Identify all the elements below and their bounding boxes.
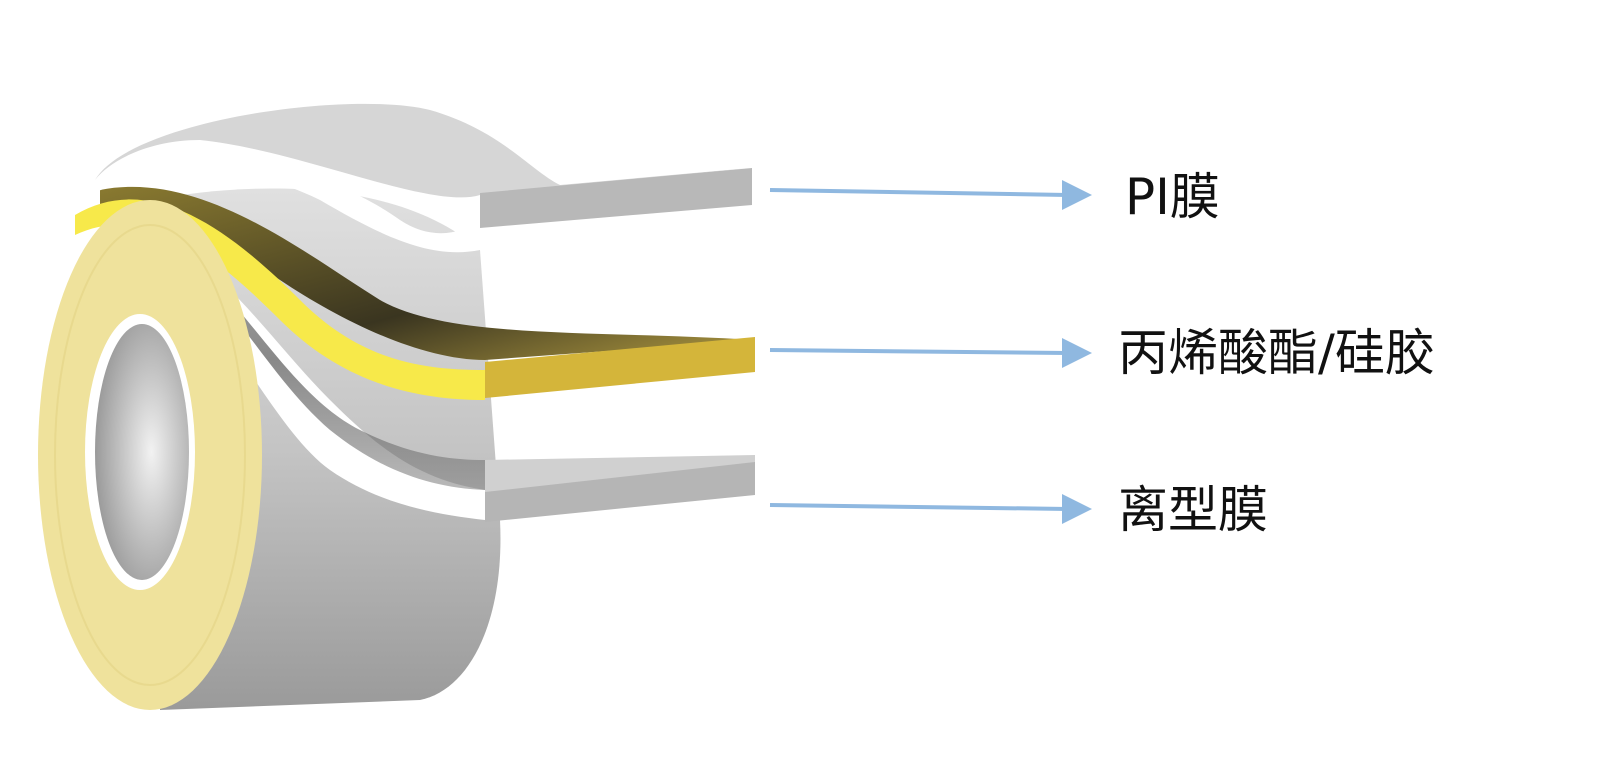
arrow-pi-film [769, 180, 1092, 210]
arrow-adhesive [769, 338, 1092, 368]
label-adhesive: 丙烯酸酯/硅胶 [1118, 324, 1435, 382]
adhesive-strip [485, 337, 755, 398]
release-film-strip [485, 460, 755, 522]
pi-film-curve [90, 157, 480, 253]
arrow-release-film [769, 494, 1092, 524]
pi-film-top [95, 103, 750, 198]
label-pi-film: PI膜 [1125, 168, 1220, 226]
pi-film-strip [480, 168, 752, 228]
core-hole [95, 324, 189, 580]
label-release-film: 离型膜 [1118, 481, 1268, 539]
adhesive-layer [75, 199, 485, 400]
release-film-strip-top [485, 455, 755, 492]
adhesive-dark-face [100, 186, 755, 360]
roll-face-rings [54, 224, 246, 686]
